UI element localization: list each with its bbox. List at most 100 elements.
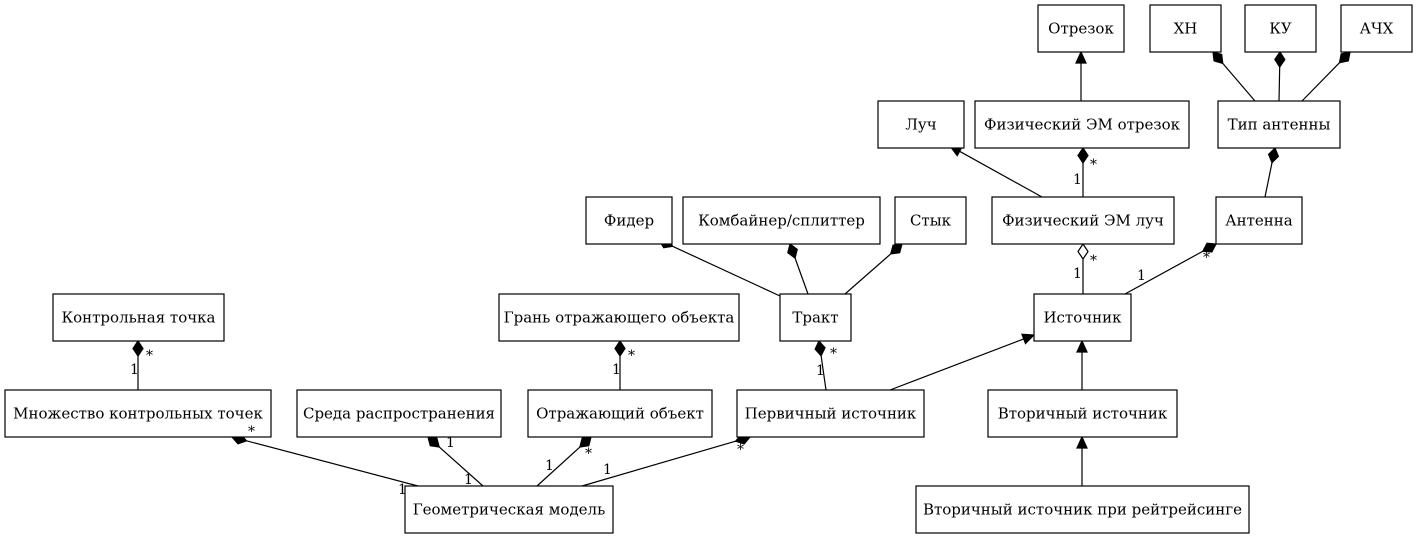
edge-vtor_rt-to-vtor_istochnik	[1076, 435, 1088, 486]
edge-antenna-to-tip_antenny	[1264, 146, 1280, 198]
class-box	[498, 293, 740, 342]
composition-marker	[889, 243, 903, 255]
class-node-fiz_luch[interactable]: Физический ЭМ луч	[991, 196, 1175, 245]
edge-perv_istochnik-to-trakt	[814, 339, 827, 391]
class-node-trakt[interactable]: Тракт	[779, 293, 852, 342]
composition-marker	[427, 436, 441, 448]
class-label: Физический ЭМ луч	[1002, 212, 1164, 230]
class-node-vtor_rt[interactable]: Вторичный источник при рейтрейсинге	[915, 485, 1250, 534]
class-label: Первичный источник	[745, 405, 917, 423]
class-box	[1340, 4, 1413, 53]
edge-line	[1301, 62, 1340, 102]
class-label: Стык	[910, 212, 952, 230]
generalization-marker	[1076, 339, 1088, 353]
multiplicity-target: *	[830, 346, 837, 362]
edge-trakt-to-styk	[844, 243, 903, 295]
class-node-ach[interactable]: АЧХ	[1340, 4, 1413, 53]
composition-marker	[1338, 51, 1351, 64]
multiplicity-labels: 1*1*1*1*1*1*1*111*1*	[130, 157, 1210, 498]
class-label: Отрезок	[1048, 20, 1114, 38]
class-node-istochnik[interactable]: Источник	[1033, 293, 1132, 342]
multiplicity-source: 1	[612, 362, 621, 378]
class-box	[296, 389, 502, 438]
edge-trakt-to-kombainer	[787, 242, 809, 295]
multiplicity-source: 1	[545, 458, 554, 474]
composition-marker	[614, 339, 626, 358]
edge-line	[246, 440, 419, 487]
edge-geom_model-to-sreda	[427, 436, 484, 487]
class-node-kombainer[interactable]: Комбайнер/сплиттер	[682, 196, 881, 245]
multiplicity-source: 1	[603, 462, 612, 478]
class-node-ku[interactable]: КУ	[1244, 4, 1317, 53]
edge-istochnik-to-fiz_luch	[1077, 242, 1089, 294]
class-box	[52, 293, 225, 342]
edge-vtor_istochnik-to-istochnik	[1076, 339, 1088, 390]
class-node-gran[interactable]: Грань отражающего объекта	[498, 293, 740, 342]
edge-line	[1278, 66, 1281, 102]
multiplicity-target: *	[1090, 253, 1097, 269]
class-node-kontr_tochka[interactable]: Контрольная точка	[52, 293, 225, 342]
generalization-marker	[1075, 50, 1087, 64]
class-node-fiz_otrezok[interactable]: Физический ЭМ отрезок	[974, 100, 1190, 149]
generalization-marker	[1021, 333, 1036, 345]
multiplicity-target: *	[1203, 250, 1210, 266]
class-label: Контрольная точка	[62, 309, 216, 327]
multiplicity-source: 1	[1137, 268, 1146, 284]
multiplicity-source: 1	[398, 482, 407, 498]
class-box	[682, 196, 881, 245]
class-box	[527, 389, 713, 438]
class-node-perv_istochnik[interactable]: Первичный источник	[736, 389, 925, 438]
class-label: АЧХ	[1360, 20, 1394, 38]
class-node-xh[interactable]: ХН	[1149, 4, 1222, 53]
edge-fiz_luch-to-luch	[948, 145, 1043, 198]
class-label: Геометрическая модель	[413, 501, 606, 519]
multiplicity-target: *	[146, 348, 153, 364]
class-box	[915, 485, 1250, 534]
class-node-antenna[interactable]: Антенна	[1215, 196, 1303, 245]
edge-line	[1222, 62, 1256, 102]
composition-marker	[1274, 50, 1286, 69]
class-box	[779, 293, 852, 342]
edges-layer	[132, 50, 1351, 487]
class-label: Множество контрольных точек	[13, 405, 263, 423]
edge-geom_model-to-mnozh_tochek	[230, 433, 419, 487]
composition-marker	[1267, 146, 1280, 164]
composition-marker	[132, 339, 144, 358]
class-box	[991, 196, 1175, 245]
edge-line	[820, 355, 827, 391]
class-node-luch[interactable]: Луч	[877, 100, 965, 149]
edge-fiz_otrezok-to-otrezok	[1075, 50, 1087, 101]
multiplicity-target: *	[628, 348, 635, 364]
edge-otr_obekt-to-gran	[614, 339, 626, 390]
class-node-otr_obekt[interactable]: Отражающий объект	[527, 389, 713, 438]
class-box	[404, 485, 614, 534]
class-box	[4, 389, 272, 438]
edge-istochnik-to-antenna	[1124, 242, 1217, 295]
class-node-sreda[interactable]: Среда распространения	[296, 389, 502, 438]
edge-mnozh_tochek-to-kontr_tochka	[132, 339, 144, 390]
multiplicity-source: 1	[1073, 266, 1082, 282]
edge-line	[536, 446, 581, 487]
composition-marker	[814, 339, 826, 357]
class-label: Среда распространения	[303, 405, 495, 423]
class-box	[1215, 196, 1303, 245]
class-node-mnozh_tochek[interactable]: Множество контрольных точек	[4, 389, 272, 438]
multiplicity-source: 1	[1073, 172, 1082, 188]
class-node-styk[interactable]: Стык	[894, 196, 967, 245]
class-node-tip_antenny[interactable]: Тип антенны	[1217, 100, 1341, 149]
class-node-geom_model[interactable]: Геометрическая модель	[404, 485, 614, 534]
multiplicity-source: 1	[816, 363, 825, 379]
composition-marker	[1212, 51, 1224, 65]
edge-line	[672, 245, 781, 297]
class-label: Фидер	[604, 212, 654, 230]
edge-line	[438, 446, 484, 487]
class-node-vtor_istochnik[interactable]: Вторичный источник	[987, 389, 1178, 438]
composition-marker	[787, 242, 798, 260]
class-box	[894, 196, 967, 245]
edge-geom_model-to-perv_istochnik	[581, 433, 752, 487]
class-node-otrezok[interactable]: Отрезок	[1037, 4, 1125, 53]
class-box	[736, 389, 925, 438]
edge-tip_antenny-to-xh	[1212, 51, 1256, 102]
class-node-fider[interactable]: Фидер	[585, 196, 673, 245]
